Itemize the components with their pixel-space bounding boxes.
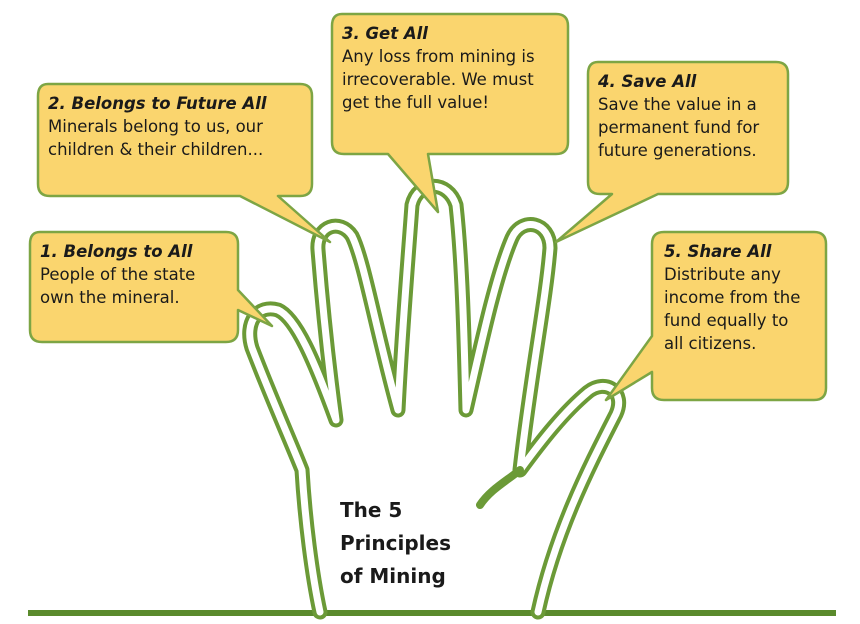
- principle-5-line-2: income from the: [664, 288, 801, 307]
- principle-1-heading: 1. Belongs to All: [40, 242, 193, 261]
- thumb-fold: [476, 466, 524, 509]
- principle-5-line-3: fund equally to: [664, 311, 789, 330]
- principle-2-line-2: children & their children...: [48, 140, 264, 159]
- principle-2-heading: 2. Belongs to Future All: [48, 94, 267, 113]
- principle-3-line-3: get the full value!: [342, 93, 490, 112]
- principle-4-text: 4. Save All Save the value in a permanen…: [598, 70, 786, 162]
- callout-bubble-5: [604, 230, 828, 402]
- principle-4-line-2: permanent fund for: [598, 118, 760, 137]
- principle-5-line-4: all citizens.: [664, 334, 757, 353]
- diagram-title: The 5 Principles of Mining: [340, 494, 490, 593]
- principle-3-line-1: Any loss from mining is: [342, 47, 535, 66]
- principle-5-heading: 5. Share All: [664, 242, 772, 261]
- principle-3-text: 3. Get All Any loss from mining is irrec…: [342, 22, 566, 114]
- principle-1-line-2: own the mineral.: [40, 288, 180, 307]
- principle-3-heading: 3. Get All: [342, 24, 428, 43]
- callout-bubble-2: [36, 82, 332, 244]
- principle-4-line-3: future generations.: [598, 141, 757, 160]
- principle-4-heading: 4. Save All: [598, 72, 697, 91]
- principle-5-text: 5. Share All Distribute any income from …: [664, 240, 824, 355]
- title-line-1: The 5: [340, 498, 403, 522]
- principle-2-line-1: Minerals belong to us, our: [48, 117, 263, 136]
- callout-bubble-4: [554, 60, 790, 244]
- principle-2-text: 2. Belongs to Future All Minerals belong…: [48, 92, 310, 161]
- principle-1-line-1: People of the state: [40, 265, 196, 284]
- callout-bubble-3: [330, 12, 570, 214]
- principle-3-line-2: irrecoverable. We must: [342, 70, 534, 89]
- callout-bubble-1: [28, 230, 274, 344]
- principle-5-line-1: Distribute any: [664, 265, 781, 284]
- title-line-2: Principles: [340, 531, 451, 555]
- principle-4-line-1: Save the value in a: [598, 95, 757, 114]
- principle-1-text: 1. Belongs to All People of the state ow…: [40, 240, 236, 309]
- title-line-3: of Mining: [340, 564, 446, 588]
